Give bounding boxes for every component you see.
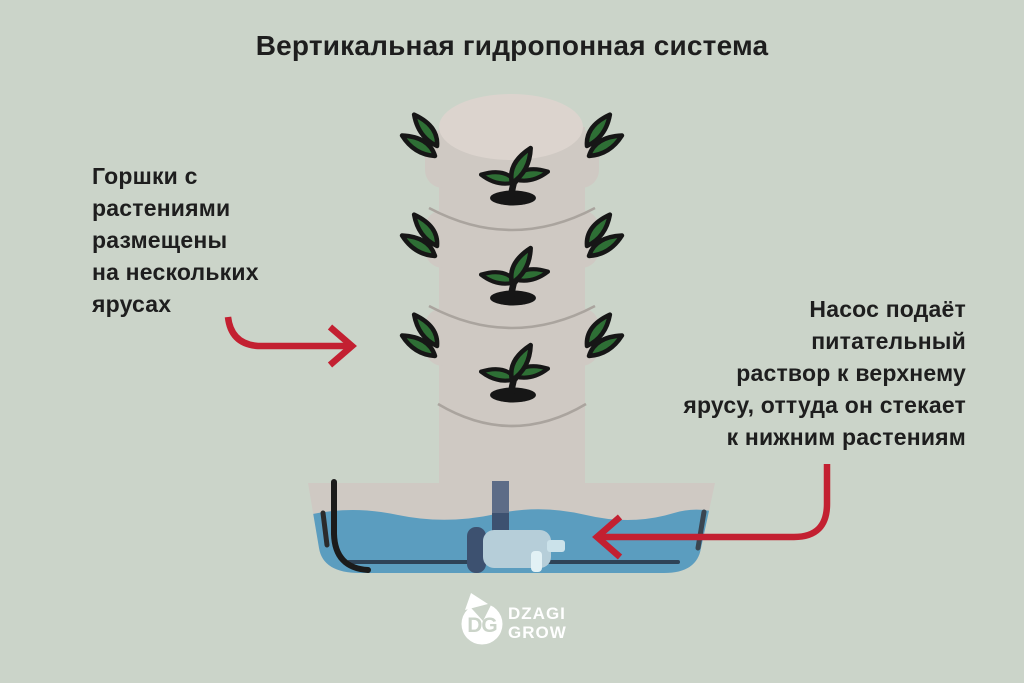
pump-outlet [547, 540, 565, 552]
brand-line-2: GROW [508, 623, 567, 642]
annotation-pots-line: Горшки с [92, 163, 198, 189]
annotation-pots-line: ярусах [92, 291, 172, 317]
logo-monogram: DG [467, 614, 497, 637]
pump-arrow-head [592, 514, 623, 560]
intake-hose [331, 479, 371, 573]
annotation-pump-line: раствор к верхнему [736, 360, 966, 386]
logo-mark: DG [461, 593, 503, 645]
annotation-pump-line: питательный [811, 328, 966, 354]
tier-seam [428, 304, 596, 330]
tower-cap [439, 94, 583, 160]
pump-riser-pipe [492, 481, 509, 517]
annotation-pots-line: растениями [92, 195, 231, 221]
water-level-mark-right [695, 509, 707, 551]
brand-line-1: DZAGI [508, 604, 566, 623]
tier-seam [428, 206, 596, 232]
annotation-pump-line: к нижним растениям [726, 424, 966, 450]
pump-foot [531, 551, 542, 572]
pump-arrow [599, 464, 831, 541]
annotation-pump-line: Насос подаёт [809, 296, 966, 322]
annotation-pots-line: размещены [92, 227, 228, 253]
callout-arrows [224, 316, 831, 560]
logo-leaf-wedge-icon [465, 593, 488, 610]
pump-intake-block [467, 527, 486, 573]
tier-seam [437, 402, 587, 428]
pots-arrow [224, 316, 349, 350]
annotation-pump: Насос подаёт питательный раствор к верхн… [683, 293, 966, 453]
logo-circle [461, 603, 503, 645]
reservoir [308, 479, 715, 573]
brand-name: DZAGI GROW [508, 604, 567, 642]
tower [425, 94, 599, 486]
annotation-pots: Горшки с растениями размещены на несколь… [92, 160, 259, 320]
annotation-pots-line: на нескольких [92, 259, 259, 285]
page-title: Вертикальная гидропонная система [255, 30, 769, 61]
pots-arrow-head [327, 324, 357, 368]
water-level-mark-left [320, 510, 330, 548]
annotation-pump-line: ярусу, оттуда он стекает [683, 392, 966, 418]
